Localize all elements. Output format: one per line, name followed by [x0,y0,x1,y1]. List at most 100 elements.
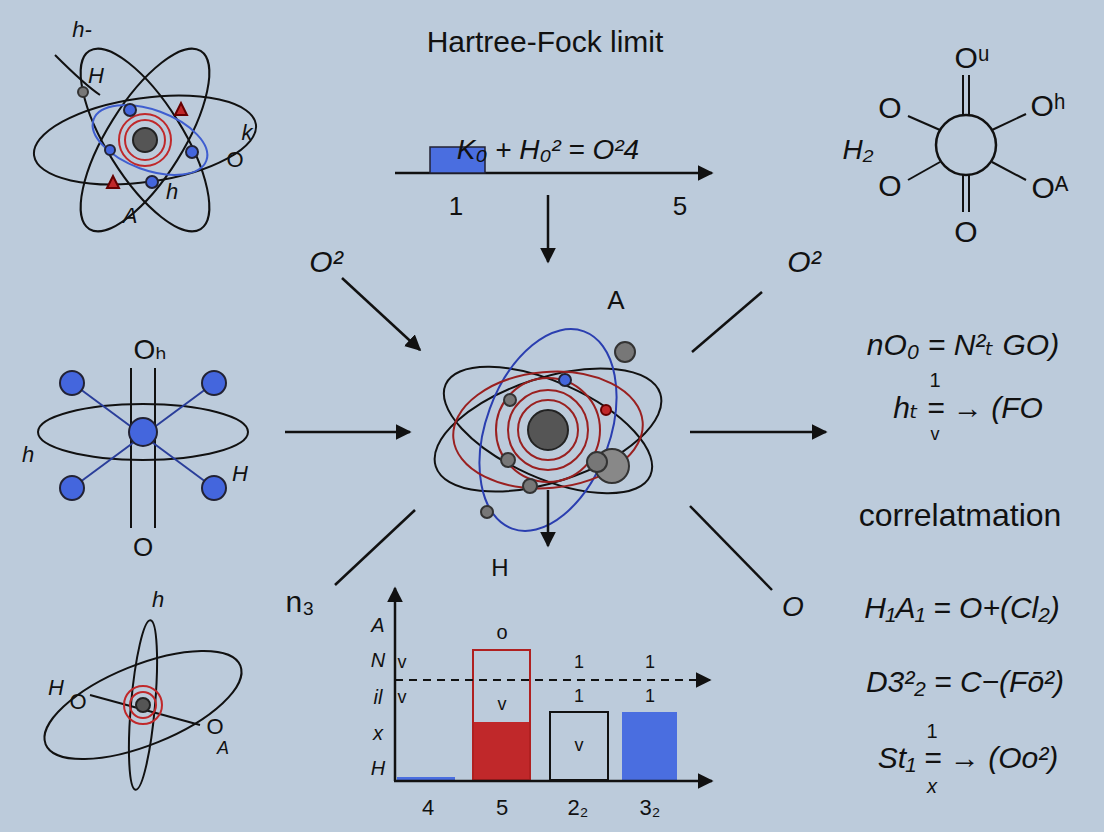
orbit [31,629,256,782]
tick-label: 5 [496,797,508,819]
orbit [124,619,163,790]
triangle-marker [107,176,119,188]
bond [90,695,200,725]
bond [154,368,156,528]
electron [523,479,537,493]
orbit [38,404,248,460]
atom [202,476,226,500]
electron [78,87,88,97]
caption-word: correlatmation [859,499,1062,531]
formula-text: H₁A₁ = O+(Cl₂) [864,593,1059,623]
bar [622,712,677,780]
atom-label: h [152,589,164,611]
electron [146,176,158,188]
formula-text: D3²₂ = C−(Fō²) [866,667,1064,697]
atom-label: O [133,534,153,560]
arrow [342,278,420,350]
electron [124,104,136,116]
bond [72,383,214,488]
atom-label: Oᵘ [955,43,990,73]
electron [615,342,635,362]
atom-label: O² [787,247,820,277]
axis-letter: H [371,758,385,778]
orbit [57,31,233,249]
connector-lines [335,278,826,590]
arrow [690,431,826,434]
bar-mark: 1 [645,687,655,705]
formula-text: nO₀ = N²ₜ GO) [867,330,1059,360]
atom-label: H [88,65,104,87]
electron [481,506,493,518]
orbit [83,91,216,188]
atom-label: O [206,716,223,738]
bar-mark: o [496,622,507,642]
electron [601,405,611,415]
atom [202,371,226,395]
electron [587,452,607,472]
nucleus [528,410,568,450]
atom-label: H [232,463,248,485]
nucleus [136,698,150,712]
line [690,506,772,590]
orbit [119,114,171,166]
bar-chart [394,588,712,781]
atom-label: H [491,556,508,580]
atom [60,371,84,395]
atom-label: A [607,287,624,313]
arrow [547,490,550,546]
bond [968,75,970,115]
atom-label: 1 [929,370,940,390]
bar-mark: 1 [645,653,655,671]
atom-label: k [242,122,253,144]
axis-letter: il [374,687,383,707]
atom-label: O [226,149,243,171]
bar-mark: v [575,736,584,754]
atom-label: h- [72,19,92,41]
dashed-line [395,679,710,681]
bond [908,162,940,180]
atom-label: O [954,217,977,247]
atom-label: h [22,444,34,466]
orbit [518,400,578,460]
formula-text: K₀ + H₀² = O²4 [457,136,639,164]
atom-label: h [166,181,178,203]
electron [501,453,515,467]
bond [962,75,964,115]
atom-label: 1 [926,721,937,741]
line [692,292,762,352]
axis-letter: A [371,615,384,635]
atom-bottom-left [31,619,256,790]
axis-letter: N [371,650,385,670]
electron [105,145,115,155]
electron [504,394,516,406]
atom-label: A [217,739,229,757]
atom-label: O [878,171,901,201]
atom-top-left [28,31,262,249]
atom-label: Oₕ [133,336,166,364]
formula-text: St₁ = → (Oo²) [878,743,1058,773]
atom-label: H₂ [843,136,874,164]
orbit [125,120,165,160]
title: Hartree-Fock limit [427,27,664,57]
bar-outline [550,712,608,780]
atom-label: O [878,93,901,123]
tick-label: 2₂ [568,797,589,819]
bond [968,175,970,212]
orbit [124,686,162,724]
orbit [496,378,600,482]
tick-label: 4 [422,797,434,819]
bar-mark: 1 [574,687,584,705]
axis-letter: x [373,723,383,743]
orbit [448,364,647,496]
atom-middle-left [38,368,410,528]
atom-label: n₃ [286,587,315,617]
formula-text: hₜ = → (FO [893,393,1043,423]
bar-mark: v [398,653,407,671]
atom-label: O² [309,247,342,277]
atom-label: Oᴬ [1032,173,1069,203]
nucleus [129,418,157,446]
bar [473,722,530,780]
bar-mark: v [398,688,407,706]
tick-label: 3₂ [640,797,661,819]
